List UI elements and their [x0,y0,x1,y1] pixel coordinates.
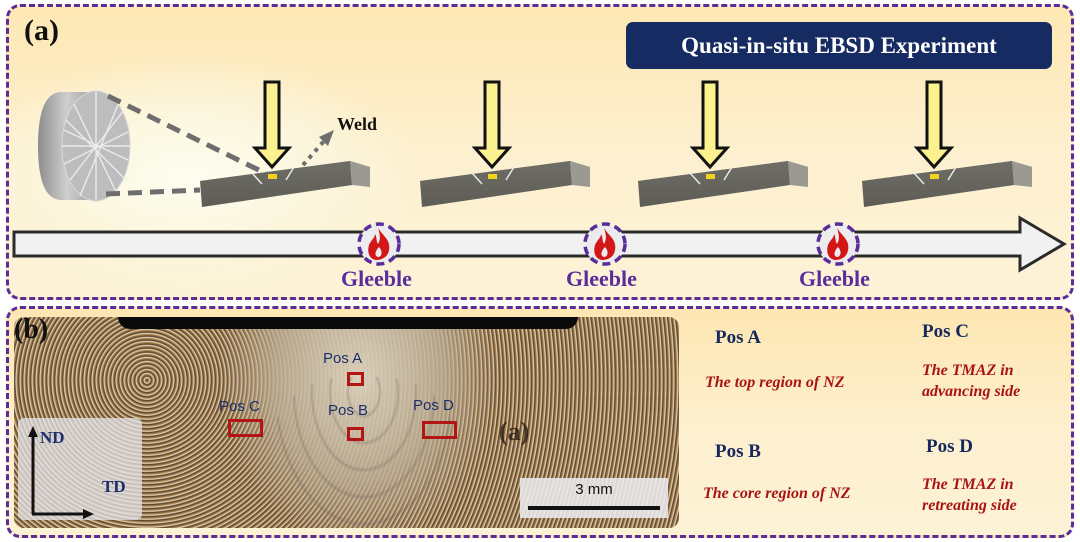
legend-pos-c-desc-line-2: advancing side [922,383,1021,400]
gleeble-flame-icon-3[interactable] [816,222,860,266]
gleeble-label-3: Gleeble [799,266,870,291]
ghost-panel-label: (a) [499,417,530,446]
weld-direction-line [301,138,327,167]
projection-line-bottom [105,187,201,197]
gleeble-label-1: Gleeble [341,266,412,291]
legend-pos-c-desc: The TMAZ in advancing side [922,360,1020,402]
beam-down-arrow-icon-3 [689,80,731,170]
legend-pos-d-desc-line-1: The TMAZ in [922,476,1014,493]
pos-d-tag: Pos D [413,397,454,414]
experiment-title-banner: Quasi-in-situ EBSD Experiment [626,22,1052,69]
legend-pos-c-desc-line-1: The TMAZ in [922,362,1014,379]
timeline-arrow-icon[interactable] [12,215,1067,273]
weld-label: Weld [337,114,378,134]
legend-pos-d-desc: The TMAZ in retreating side [922,474,1017,516]
panel-b-label: (b) [14,314,49,345]
beam-down-arrow-icon-4 [913,80,955,170]
legend-pos-c-title: Pos C [922,321,969,342]
micrograph-top-surface [118,317,578,329]
legend-pos-a-title: Pos A [715,327,761,348]
nd-axis-label: ND [40,428,65,447]
scale-bar-line [528,506,660,510]
orientation-axes-box [18,418,142,520]
gleeble-label-2: Gleeble [566,266,637,291]
beam-down-arrow-icon-1 [251,80,293,170]
scale-bar-box: 3 mm [520,478,668,518]
ebsd-pattern-disc-icon [38,90,131,202]
beam-down-arrow-icon-2 [471,80,513,170]
gleeble-flame-icon-2[interactable] [583,222,627,266]
specimen-bar-4 [862,161,1032,207]
scale-bar-label: 3 mm [575,481,613,498]
legend-pos-a-desc: The top region of NZ [705,374,845,391]
panel-a-diagram [12,80,1067,273]
pos-b-roi-box[interactable] [347,427,364,441]
weld-arrowhead-icon [319,130,334,146]
pos-a-roi-box[interactable] [347,372,364,386]
projection-line-top [106,93,277,181]
pos-b-tag: Pos B [328,402,369,419]
specimen-bar-1 [200,161,370,207]
legend-pos-b-title: Pos B [715,441,761,462]
pos-c-tag: Pos C [219,398,260,415]
legend-pos-d-desc-line-2: retreating side [922,497,1017,514]
legend-pos-d-title: Pos D [926,436,973,457]
pos-c-roi-box[interactable] [228,419,263,437]
nugget-zone-onion-rings [274,377,454,527]
panel-a-label: (a) [24,14,59,47]
gleeble-flame-icon-1[interactable] [357,222,401,266]
specimen-bar-2 [420,161,590,207]
td-axis-label: TD [102,477,126,496]
legend-pos-b-desc: The core region of NZ [703,485,851,502]
specimen-bar-3 [638,161,808,207]
pos-a-tag: Pos A [323,350,363,367]
pos-d-roi-box[interactable] [422,421,457,439]
